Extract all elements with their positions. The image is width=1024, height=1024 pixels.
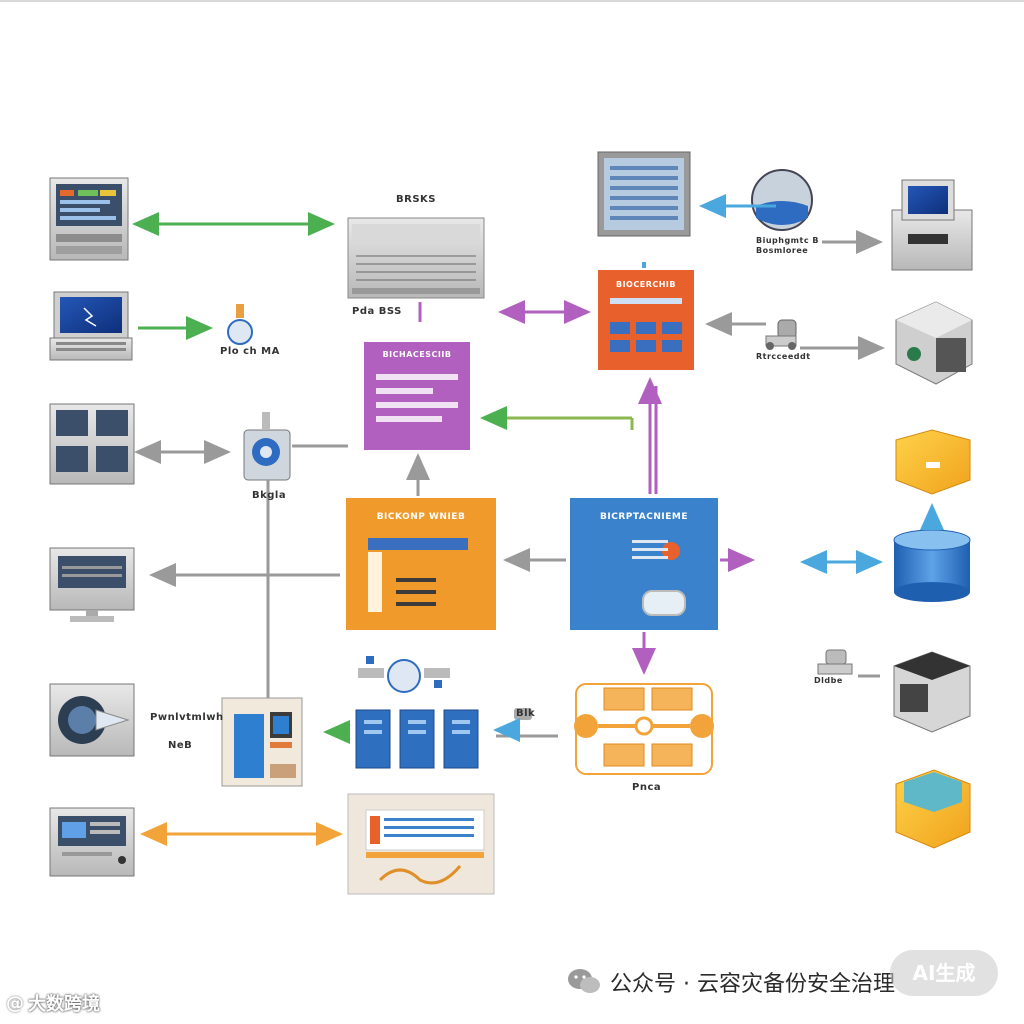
cloud-node-icon: [227, 304, 253, 345]
orange-top-box[interactable]: BIOCERCHIB: [598, 270, 694, 370]
server-cube-icon: [895, 301, 973, 385]
wechat-icon: [568, 969, 600, 993]
robot-device-icon: [765, 319, 797, 350]
blue-big-device: [642, 590, 686, 616]
gauge-top-sub-label: Bosmloree: [756, 246, 809, 255]
window-panel-icon: [597, 151, 691, 237]
orange-top-title: BIOCERCHIB: [615, 280, 676, 289]
bee-left-icon: [514, 708, 532, 720]
bee-left-label: Blk: [516, 708, 536, 719]
source-text: 大数跨境: [28, 994, 100, 1015]
terminal-1-icon: [49, 177, 129, 261]
orange-top-cells: [610, 322, 682, 352]
cloud-small-label: Plo ch MA: [220, 346, 280, 357]
purple-rows: [376, 374, 458, 422]
orange-big-title: BICKONP WNIEB: [376, 512, 466, 522]
data-stack-icon: [355, 709, 479, 769]
panel-grid-icon: [49, 403, 135, 485]
orange-big-panel: [368, 552, 382, 612]
source-watermark: @ 大数跨境: [6, 990, 100, 1016]
wechat-text: 公众号 · 云容灾备份安全治理: [610, 972, 895, 997]
bee-right-icon: [817, 649, 853, 675]
purple-title: BICHACESCIIB: [382, 350, 452, 359]
server-bottom-label: Pda BSS: [352, 306, 402, 317]
vm-left-label: Pwnlvtmlwh: [150, 712, 224, 723]
server-top-label: BRSKS: [396, 194, 436, 205]
robot-right-label: Rtrcceeddt: [756, 352, 811, 361]
gear-node-label: Bkgla: [252, 490, 287, 501]
blue-big-orb: [662, 542, 680, 560]
tablet-terminal-icon: [49, 807, 135, 877]
cluster-diagram-icon: [574, 683, 714, 775]
desktop-pc-icon: [891, 179, 973, 271]
cabinet-icon: [221, 697, 303, 787]
satellite-icon: [358, 656, 450, 693]
orange-big-bar: [368, 538, 468, 550]
vm-left-sub-label: NeB: [168, 740, 193, 751]
rack-server-icon: [347, 217, 485, 299]
ai-badge: AI生成: [890, 950, 998, 996]
blue-big-title: BICRPTACNIEME: [600, 512, 688, 522]
blue-big-lines: [632, 540, 668, 559]
monitor-icon: [49, 547, 135, 622]
amber-storage-icon: [895, 429, 971, 495]
wechat-watermark: 公众号 · 云容灾备份安全治理: [566, 962, 895, 1002]
laptop-1-icon: [49, 291, 133, 361]
bee-right-label: Dldbe: [814, 676, 843, 685]
orange-big-box[interactable]: BICKONP WNIEB: [346, 498, 496, 630]
dashboard-screen-icon: [347, 793, 495, 895]
camera-device-icon: [49, 683, 135, 757]
gauge-top-label: Biuphgmtc B: [756, 236, 819, 245]
database-cylinder-icon: [893, 529, 971, 602]
at-icon: @: [6, 992, 24, 1014]
gpu-server-icon: [893, 651, 971, 733]
amber-box-icon: [895, 769, 971, 849]
gear-node-icon: [243, 412, 291, 481]
orange-big-lines: [396, 578, 436, 606]
orange-top-bar: [610, 298, 682, 304]
purple-box[interactable]: BICHACESCIIB: [364, 342, 470, 450]
cluster-bottom-label: Pnca: [632, 782, 662, 793]
blue-big-box[interactable]: BICRPTACNIEME: [570, 498, 718, 630]
gauge-dial-icon: [751, 169, 813, 231]
